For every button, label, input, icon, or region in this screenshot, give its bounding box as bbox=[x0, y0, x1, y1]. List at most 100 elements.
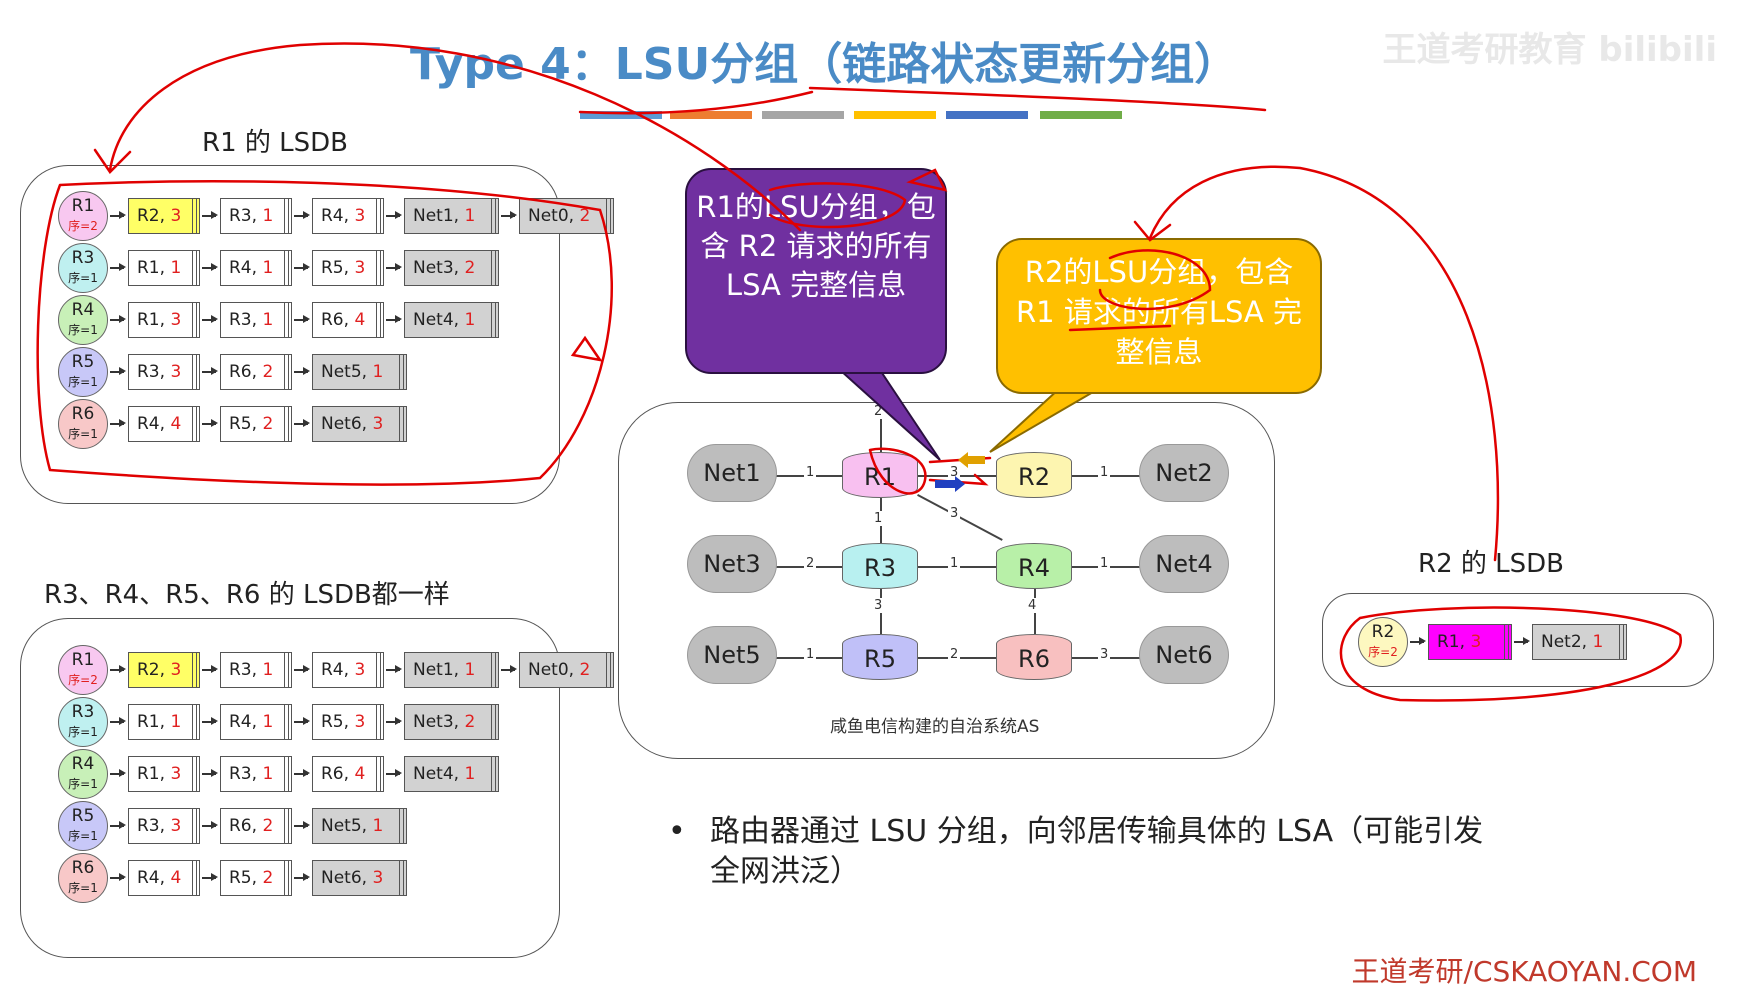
router-name: R3 bbox=[71, 702, 95, 722]
link-arrow bbox=[202, 770, 218, 776]
sequence-number: 序=2 bbox=[68, 673, 98, 687]
title-bar-5 bbox=[946, 111, 1028, 119]
router-name: R1 bbox=[71, 650, 95, 670]
lsa-cost: 2 bbox=[464, 712, 476, 732]
lsa-neighbor: R3, bbox=[229, 764, 263, 784]
link-cost-r1-r3: 1 bbox=[872, 511, 885, 526]
router-name: R6 bbox=[71, 858, 95, 878]
lsa-cost: 3 bbox=[354, 712, 366, 732]
lsa-entry-r4: R4, 4 bbox=[128, 860, 200, 896]
link-cost-net1-r1: 1 bbox=[804, 465, 817, 480]
link-arrow bbox=[294, 770, 310, 776]
link-cost-net5-r5: 1 bbox=[804, 647, 817, 662]
lsa-neighbor: R1, bbox=[137, 764, 171, 784]
link-arrow bbox=[386, 666, 402, 672]
router-r5: R5 bbox=[842, 634, 918, 680]
link-arrow bbox=[501, 666, 517, 672]
watermark: 王道考研教育 bilibili bbox=[1382, 30, 1717, 70]
network-cloud-net3: Net3 bbox=[688, 536, 776, 592]
lsa-entry-r5: R5, 2 bbox=[220, 860, 292, 896]
lsa-neighbor: Net4, bbox=[413, 764, 465, 784]
lsa-cost: 1 bbox=[262, 712, 274, 732]
lsa-neighbor: Net6, bbox=[321, 868, 373, 888]
lsa-entry-net4: Net4, 1 bbox=[404, 756, 499, 792]
lsa-entry-net6: Net6, 3 bbox=[312, 860, 407, 896]
link-arrow bbox=[110, 770, 126, 776]
lsa-entry-net0: Net0, 2 bbox=[519, 652, 614, 688]
lsa-entry-r4: R4, 3 bbox=[312, 652, 384, 688]
lsa-cost: 3 bbox=[170, 764, 182, 784]
lsa-cost: 1 bbox=[262, 660, 274, 680]
lsa-neighbor: R4, bbox=[321, 660, 355, 680]
lsa-entry-net1: Net1, 1 bbox=[404, 652, 499, 688]
lsa-entry-r1: R1, 1 bbox=[128, 704, 200, 740]
lsa-entry-r6: R6, 2 bbox=[220, 808, 292, 844]
network-label: Net5 bbox=[703, 641, 761, 669]
sequence-number: 序=1 bbox=[68, 777, 98, 791]
lsa-neighbor: R6, bbox=[321, 764, 355, 784]
lsa-cost: 1 bbox=[170, 712, 182, 732]
link-arrow bbox=[294, 718, 310, 724]
sequence-number: 序=1 bbox=[68, 725, 98, 739]
title-bar-3 bbox=[762, 111, 844, 119]
as-caption: 咸鱼电信构建的自治系统AS bbox=[830, 717, 1040, 737]
title-bar-6 bbox=[1040, 111, 1122, 119]
lsa-entry-net3: Net3, 2 bbox=[404, 704, 499, 740]
lsa-entry-r3: R3, 1 bbox=[220, 756, 292, 792]
lsa-neighbor: Net0, bbox=[528, 660, 580, 680]
network-label: Net6 bbox=[1155, 641, 1213, 669]
router-r2: R2 bbox=[996, 452, 1072, 498]
lsa-neighbor: R4, bbox=[229, 712, 263, 732]
lsa-entry-r1: R1, 3 bbox=[128, 756, 200, 792]
link-arrow bbox=[294, 874, 310, 880]
network-cloud-net5: Net5 bbox=[688, 627, 776, 683]
link-cost-net3-r3: 2 bbox=[804, 556, 817, 571]
lsa-neighbor: R3, bbox=[137, 816, 171, 836]
router-r3: R3 bbox=[842, 543, 918, 589]
link-arrow bbox=[110, 822, 126, 828]
lsa-neighbor: Net3, bbox=[413, 712, 465, 732]
lsa-neighbor: R5, bbox=[321, 712, 355, 732]
lsa-cost: 3 bbox=[170, 660, 182, 680]
lsa-cost: 4 bbox=[354, 764, 366, 784]
lsa-neighbor: R6, bbox=[229, 816, 263, 836]
router-r4: R4 bbox=[996, 543, 1072, 589]
lsa-neighbor: R4, bbox=[137, 868, 171, 888]
lsa-entry-r6: R6, 4 bbox=[312, 756, 384, 792]
lsa-entry-r2: R2, 3 bbox=[128, 652, 200, 688]
lsa-cost: 3 bbox=[354, 660, 366, 680]
lsa-entry-r4: R4, 1 bbox=[220, 704, 292, 740]
bullet-text: 路由器通过 LSU 分组，向邻居传输具体的 LSA（可能引发全网洪泛） bbox=[710, 814, 1484, 889]
link-arrow bbox=[202, 874, 218, 880]
lsa-cost: 4 bbox=[170, 868, 182, 888]
link-r1-stub bbox=[880, 408, 882, 452]
network-label: Net1 bbox=[703, 459, 761, 487]
lsa-entry-r3: R3, 3 bbox=[128, 808, 200, 844]
sequence-number: 序=1 bbox=[68, 829, 98, 843]
lsa-neighbor: R1, bbox=[137, 712, 171, 732]
link-arrow bbox=[202, 822, 218, 828]
bubble-r2-tail bbox=[989, 387, 1104, 453]
lsa-cost: 1 bbox=[372, 816, 384, 836]
network-label: Net3 bbox=[703, 550, 761, 578]
lsa-cost: 2 bbox=[262, 868, 274, 888]
link-cost-r4-net4: 1 bbox=[1098, 556, 1111, 571]
lsa-neighbor: R2, bbox=[137, 660, 171, 680]
link-arrow bbox=[386, 770, 402, 776]
link-arrow bbox=[294, 666, 310, 672]
lsa-cost: 3 bbox=[372, 868, 384, 888]
lsa-neighbor: Net5, bbox=[321, 816, 373, 836]
link-arrow bbox=[110, 718, 126, 724]
link-cost-r3-r4: 1 bbox=[948, 556, 961, 571]
bubble-r1-lsu: R1的LSU分组，包含 R2 请求的所有 LSA 完整信息 bbox=[685, 168, 947, 374]
lsa-entry-r3: R3, 1 bbox=[220, 652, 292, 688]
lsa-cost: 2 bbox=[262, 816, 274, 836]
lsa-entry-r5: R5, 3 bbox=[312, 704, 384, 740]
bullet-marker: • bbox=[668, 814, 686, 849]
lsa-entry-net5: Net5, 1 bbox=[312, 808, 407, 844]
network-cloud-net6: Net6 bbox=[1140, 627, 1228, 683]
bubble-r2-lsu: R2的LSU分组，包含 R1 请求的所有LSA 完整信息 bbox=[996, 238, 1322, 394]
title-bar-4 bbox=[854, 111, 936, 119]
link-cost-r1-r4: 3 bbox=[948, 506, 961, 521]
